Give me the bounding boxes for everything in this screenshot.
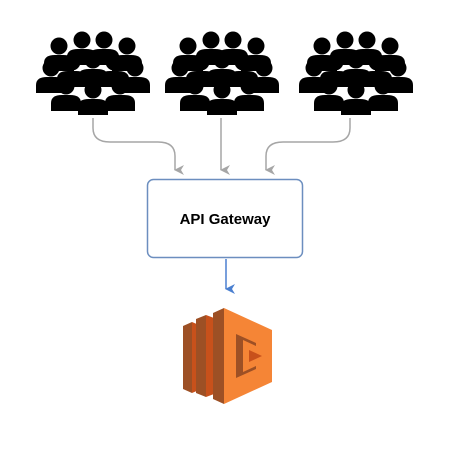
api-gateway-node: API Gateway (146, 178, 304, 259)
edge-right-crowd-to-gateway (265, 118, 351, 175)
api-gateway-label: API Gateway (180, 211, 272, 228)
crowd-icon-right (299, 32, 413, 116)
aws-lambda-icon (183, 308, 272, 404)
crowd-icon-center (165, 32, 279, 116)
crowd-icon-left (36, 32, 150, 116)
api-gateway-box (146, 178, 304, 259)
edge-left-crowd-to-gateway (92, 118, 184, 175)
